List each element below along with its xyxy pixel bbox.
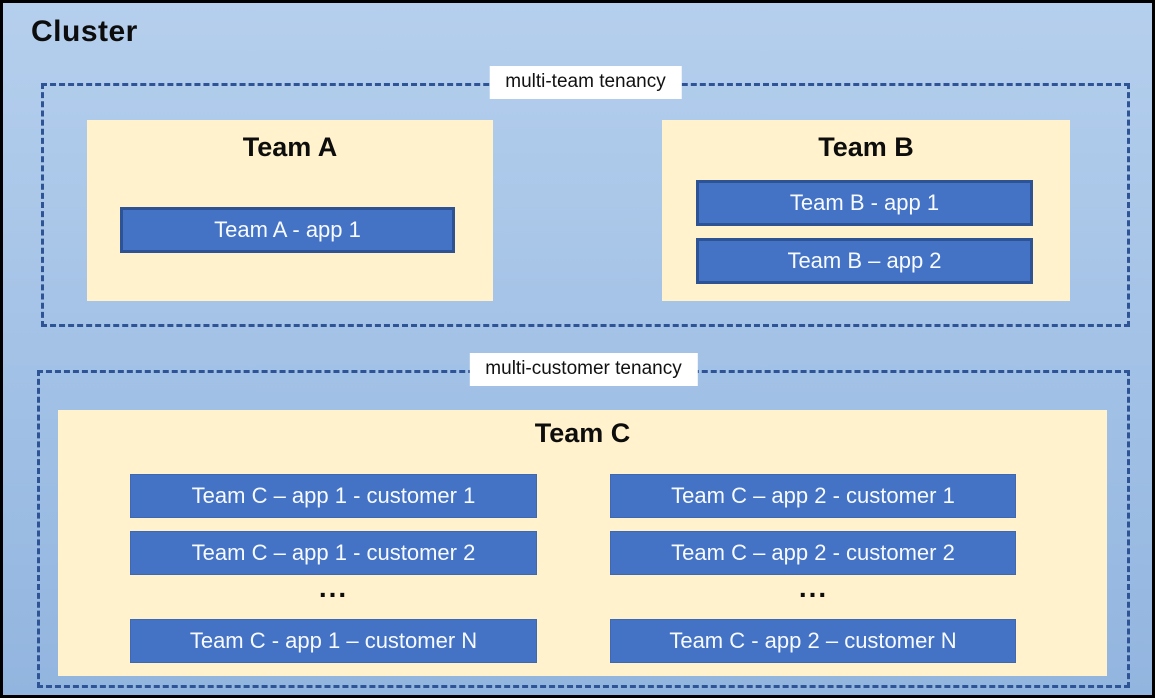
team-c-app-2-ellipsis: ... — [798, 572, 829, 603]
multi-team-tenancy-zone: multi-team tenancy Team A Team A - app 1… — [41, 66, 1130, 327]
team-c-app-2-customer-1: Team C – app 2 - customer 1 — [610, 474, 1016, 518]
team-c-app-1-customer-n: Team C - app 1 – customer N — [130, 619, 537, 663]
team-b-title: Team B — [818, 132, 914, 162]
multi-customer-tenancy-zone: multi-customer tenancy Team C Team C – a… — [37, 353, 1130, 688]
team-c-box: Team C Team C – app 1 - customer 1 Team … — [58, 410, 1107, 676]
team-b-app-1: Team B - app 1 — [696, 180, 1033, 226]
cluster-title: Cluster — [31, 15, 138, 48]
team-c-app-2-customer-2: Team C – app 2 - customer 2 — [610, 531, 1016, 575]
team-a-app-1: Team A - app 1 — [120, 207, 455, 253]
team-b-box: Team B Team B - app 1 Team B – app 2 — [662, 120, 1070, 301]
multi-customer-tenancy-label: multi-customer tenancy — [469, 353, 698, 386]
team-a-box: Team A Team A - app 1 — [87, 120, 493, 301]
team-b-app-2: Team B – app 2 — [696, 238, 1033, 284]
team-c-app-1-customer-2: Team C – app 1 - customer 2 — [130, 531, 537, 575]
multi-team-tenancy-label: multi-team tenancy — [489, 66, 682, 99]
team-c-app-2-customer-n: Team C - app 2 – customer N — [610, 619, 1016, 663]
team-a-title: Team A — [242, 132, 338, 162]
team-c-app-1-ellipsis: ... — [318, 572, 349, 603]
team-c-app-1-customer-1: Team C – app 1 - customer 1 — [130, 474, 537, 518]
team-c-title: Team C — [534, 418, 631, 448]
